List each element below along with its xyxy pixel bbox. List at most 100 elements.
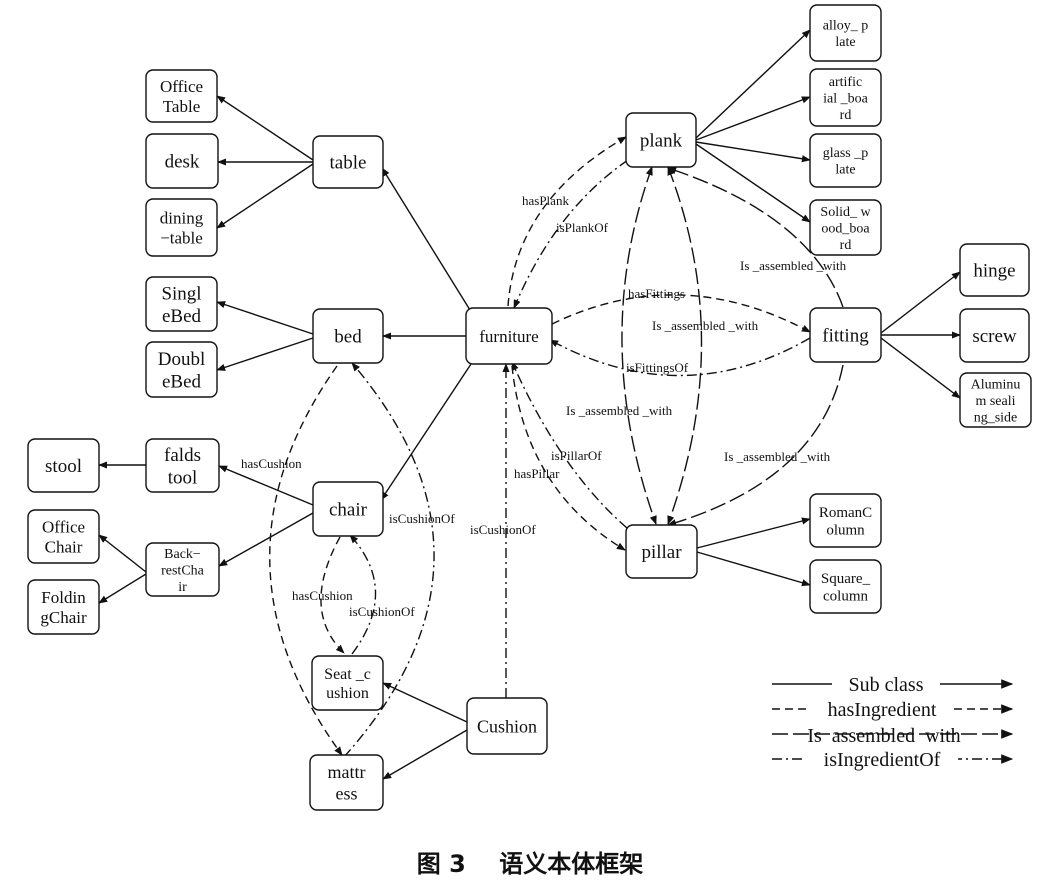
edge-chair-has-cushion [320,536,345,654]
edge-label-has-plank: hasPlank [522,193,569,208]
edge-cushion-of-bed [343,362,435,758]
node-label-pillar: pillar [641,542,682,563]
edge-furniture-has-plank [507,136,627,307]
node-label-hinge: hinge [973,261,1015,282]
node-label-fitting: fitting [822,326,869,347]
node-label-plank: plank [640,131,683,152]
node-desk: desk [145,133,219,189]
node-hinge: hinge [959,243,1030,297]
node-stool: stool [27,438,100,493]
legend-is-ingredient-of-label: isIngredientOf [824,749,941,771]
node-table: table [312,135,384,189]
edge-cushion-mattress [382,729,468,780]
edge-plank-alloy-plate [695,29,811,139]
node-fitting: fitting [809,307,882,363]
edge-pillar-roman-column [696,517,811,549]
node-label-dining-table: dining−table [160,208,204,247]
node-label-furniture: furniture [479,327,538,346]
edge-furniture-table [381,167,471,311]
node-dining-table: dining−table [145,198,218,257]
edge-cushion-seat-cushion [382,682,468,723]
node-furniture: furniture [465,307,553,365]
edge-label-has-cushion-1: hasCushion [241,456,302,471]
edge-plank-pillar-left [621,166,657,525]
edge-label-is-assembled-with-1: Is _assembled _with [652,318,759,333]
node-chair: chair [312,481,384,537]
edge-label-is-fittings-of: isFittingsOf [626,360,689,375]
legend: Sub class hasIngredient Is assembled wit… [772,671,1014,771]
edge-labels: hasPlank isPlankOf hasFittings Is _assem… [241,193,847,619]
edge-label-has-pillar: hasPillar [514,466,560,481]
node-label-chair: chair [329,500,368,521]
node-label-stool: stool [45,456,82,477]
node-bed: bed [312,308,384,364]
edge-plank-solid-wood-board [695,143,811,223]
edge-plank-artificial-board [695,96,811,141]
node-label-square-column: Square_column [821,571,871,605]
edge-cushion-of-chair [349,534,377,655]
edge-backrest-folding-chair [98,573,147,604]
edge-furniture-chair [380,360,474,501]
node-pillar: pillar [625,524,698,579]
edge-pillar-square-column [696,551,811,587]
edge-label-is-assembled-with-2: Is _assembled _with [740,258,847,273]
edge-furniture-has-fittings [551,294,811,333]
edge-table-office-table [216,95,314,161]
edge-bed-single-bed [216,301,314,335]
node-label-bed: bed [334,327,362,348]
edge-plank-of-furniture [513,159,629,309]
edge-label-is-cushion-of-2: isCushionOf [349,604,415,619]
edge-label-is-cushion-of-1: isCushionOf [389,511,455,526]
node-screw: screw [959,308,1030,363]
edge-label-is-pillar-of: isPillarOf [551,448,602,463]
edge-pillar-of-furniture [511,361,628,529]
node-square-column: Square_column [809,559,882,614]
node-label-desk: desk [165,152,200,173]
legend-has-ingredient-label: hasIngredient [828,699,937,721]
edge-fitting-hinge [880,271,961,334]
edge-backrest-office-chair [98,534,147,573]
edge-fitting-pillar [667,364,844,527]
node-label-cushion: Cushion [477,716,537,736]
edge-plank-glass-plate [695,141,811,163]
edges [98,29,961,780]
edge-label-is-cushion-of-3: isCushionOf [470,522,536,537]
edge-plank-pillar-right [667,166,703,525]
edge-chair-faldstool [218,465,314,506]
edge-label-is-plank-of: isPlankOf [556,220,609,235]
legend-is-assembled-with-label: Is assembled with [807,725,960,747]
edge-fitting-plank [667,167,844,308]
node-plank: plank [625,112,697,168]
node-label-table: table [330,153,367,174]
edge-bed-has-cushion [269,365,343,756]
